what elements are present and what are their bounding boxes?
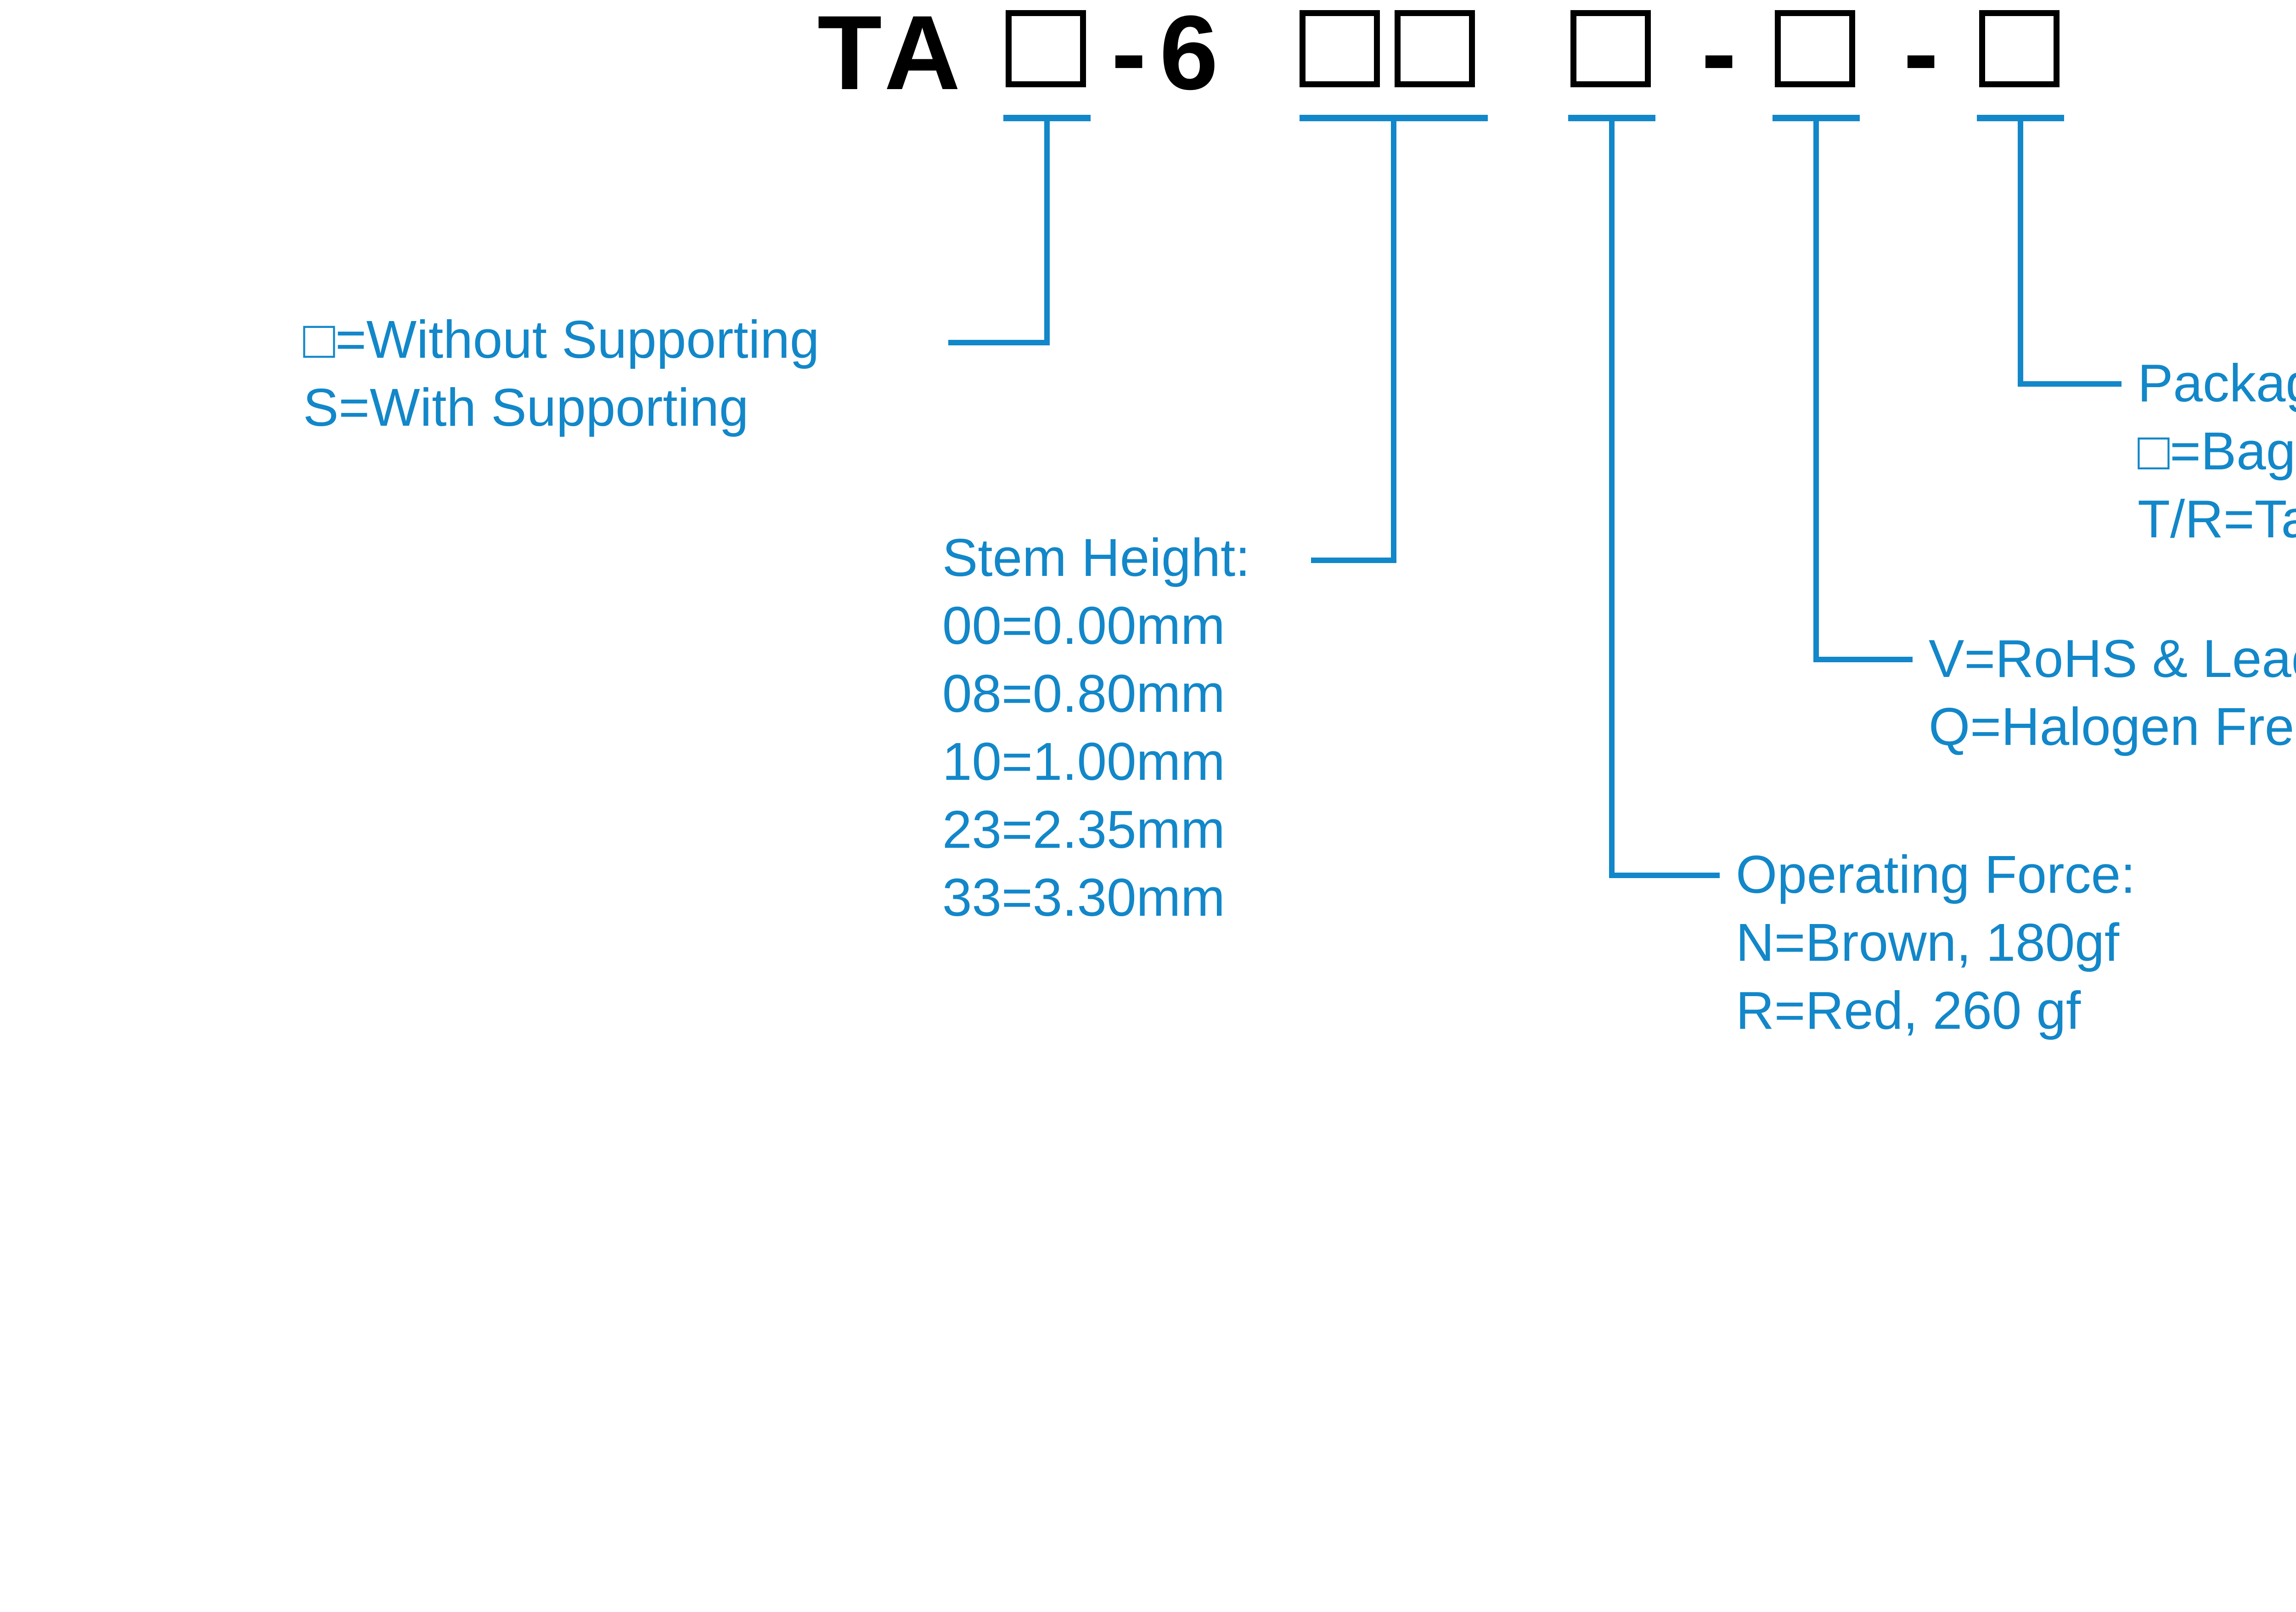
callout-rohs-option-1: V=RoHS & Lead Free Solderable [1929,629,2296,688]
callout-stem-height-option-3: 10=1.00mm [942,732,1225,791]
callout-rohs: V=RoHS & Lead Free Solderable Q=Halogen … [1929,625,2296,761]
callout-rohs-option-2: Q=Halogen Free [1929,697,2296,756]
callout-line-supporting-horizontal [948,340,1050,345]
placeholder-box-rohs [1775,10,1855,87]
underline-supporting [1003,115,1091,121]
callout-package-title: Package: [2138,353,2296,413]
callout-operating-force-option-1: N=Brown, 180gf [1736,913,2120,972]
placeholder-box-supporting [1006,10,1086,87]
callout-supporting: □=Without Supporting S=With Supporting [303,305,819,441]
callout-stem-height-option-2: 08=0.80mm [942,664,1225,723]
callout-package-option-2: T/R=Tape & Reel [2138,489,2296,549]
callout-line-stem-height-horizontal [1311,558,1396,563]
callout-line-package-horizontal [2018,381,2122,387]
part-number-dash-1: - [1111,0,1157,112]
callout-package-option-1: □=Bag [2138,421,2296,481]
callout-package: Package: □=Bag T/R=Tape & Reel [2138,349,2296,553]
callout-supporting-option-2: S=With Supporting [303,378,749,437]
underline-operating-force [1568,115,1655,121]
placeholder-box-stem-height-2 [1395,10,1475,87]
underline-package [1977,115,2064,121]
callout-line-operating-force-vertical [1609,118,1615,878]
callout-line-package-vertical [2018,118,2023,387]
part-number-prefix: TA [817,0,971,112]
part-number-dash-2: - [1701,0,1747,112]
callout-line-rohs-horizontal [1813,657,1913,662]
callout-stem-height-option-4: 23=2.35mm [942,800,1225,859]
underline-rohs [1773,115,1860,121]
placeholder-box-stem-height-1 [1300,10,1380,87]
callout-stem-height: Stem Height: 00=0.00mm 08=0.80mm 10=1.00… [942,524,1250,931]
underline-stem-height [1300,115,1488,121]
callout-operating-force-title: Operating Force: [1736,845,2136,904]
placeholder-box-operating-force [1570,10,1651,87]
callout-line-stem-height-vertical [1391,118,1396,563]
callout-supporting-option-1: □=Without Supporting [303,310,820,369]
placeholder-box-package [1979,10,2060,87]
callout-stem-height-option-5: 33=3.30mm [942,868,1225,927]
callout-stem-height-option-1: 00=0.00mm [942,596,1225,655]
callout-operating-force-option-2: R=Red, 260 gf [1736,981,2081,1040]
callout-line-supporting-vertical [1044,118,1050,345]
part-number-dash-3: - [1903,0,1949,112]
callout-operating-force: Operating Force: N=Brown, 180gf R=Red, 2… [1736,840,2135,1044]
callout-stem-height-title: Stem Height: [942,528,1250,587]
callout-line-rohs-vertical [1813,118,1819,662]
callout-line-operating-force-horizontal [1609,873,1720,878]
part-number-series: 6 [1159,0,1228,112]
